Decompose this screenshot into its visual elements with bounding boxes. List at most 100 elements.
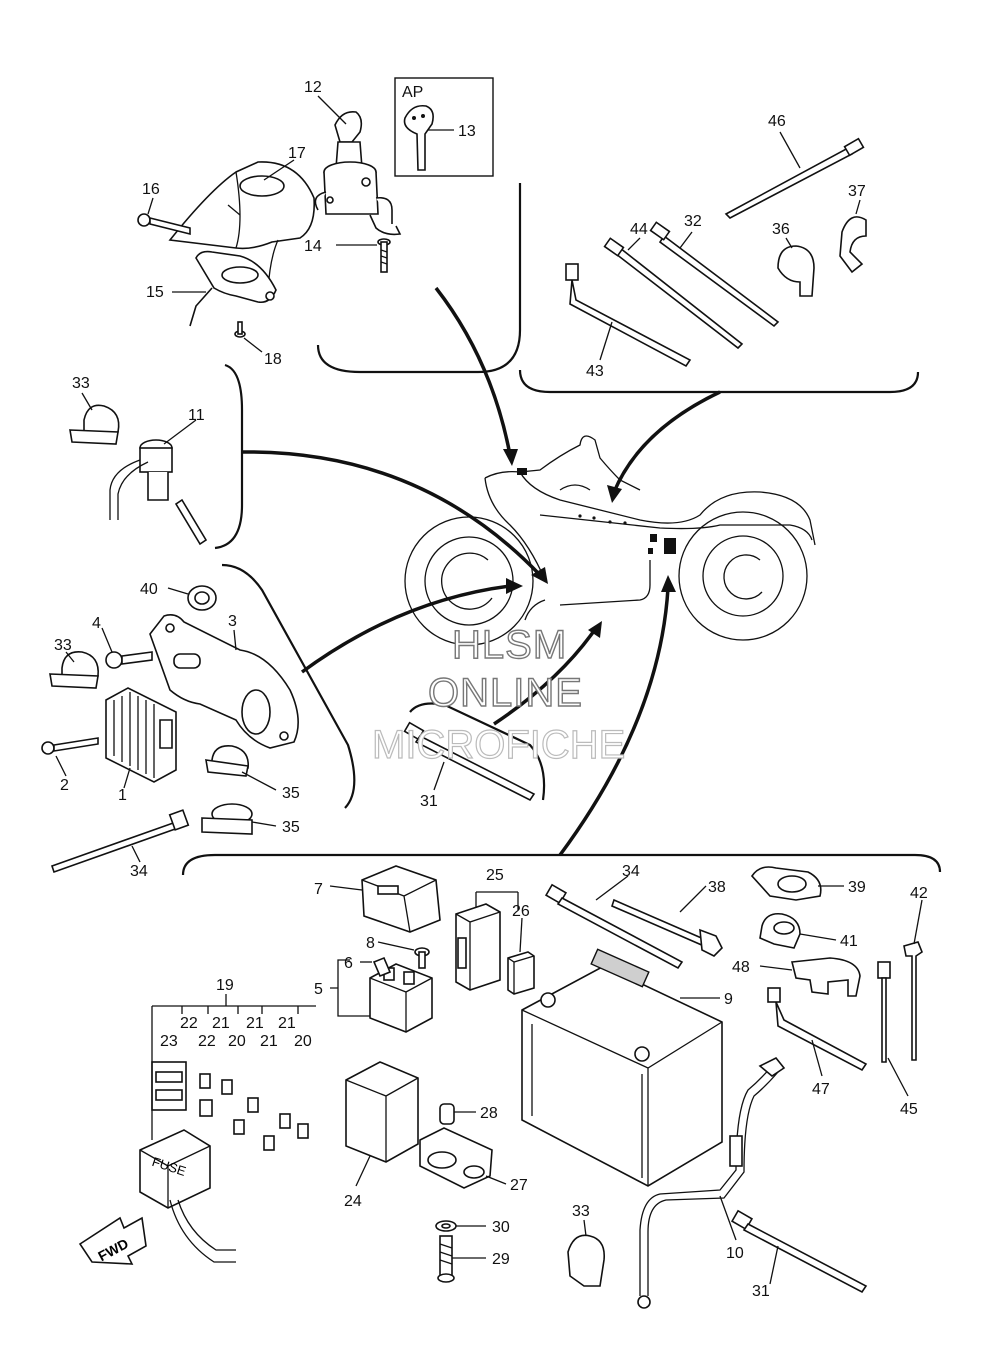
leader-48	[759, 965, 793, 971]
main-switch-12	[314, 110, 402, 236]
screw-18	[234, 321, 246, 338]
label-30: 30	[492, 1219, 510, 1236]
battery-cable-10	[637, 1056, 786, 1309]
group-boundary-ties-top	[518, 369, 920, 394]
label-37: 37	[848, 183, 866, 200]
label-31-center: 31	[420, 793, 438, 810]
label-2: 2	[60, 777, 69, 794]
leader-11	[163, 419, 197, 445]
leader-arrow-tie-31	[493, 627, 598, 726]
label-45: 45	[900, 1101, 918, 1118]
leader-36	[785, 237, 793, 249]
watermark-line-1: HLSM	[452, 623, 567, 667]
leader-arrow-bottom	[558, 587, 670, 857]
clamp-35-lower	[201, 803, 253, 835]
leader-arrow-rectifier	[300, 584, 511, 674]
arrowhead-sensor	[531, 567, 548, 584]
clamp-37	[839, 216, 867, 274]
group-boundary-sensor	[214, 363, 244, 550]
leader-46	[779, 131, 801, 169]
label-10: 10	[726, 1245, 744, 1262]
cover-7	[361, 865, 441, 933]
label-13: 13	[458, 123, 476, 140]
label-48: 48	[732, 959, 750, 976]
leader-arrow-ignition	[434, 286, 512, 456]
watermark: HLSM ONLINE MICROFICHE	[371, 622, 626, 767]
leader-45	[887, 1057, 909, 1097]
label-38: 38	[708, 879, 726, 896]
ecu-24	[345, 1061, 419, 1163]
fuse-6	[372, 956, 392, 978]
leader-3	[233, 629, 237, 651]
clamp-35-upper	[205, 744, 249, 777]
label-21-b: 21	[246, 1015, 264, 1032]
label-32: 32	[684, 213, 702, 230]
label-21-d: 21	[260, 1033, 278, 1050]
label-23: 23	[160, 1033, 178, 1050]
cable-tie-38	[611, 898, 723, 957]
bracket-15	[189, 250, 277, 327]
fuse-box-assembly: FUSE	[139, 1129, 236, 1263]
label-42: 42	[910, 885, 928, 902]
arrowhead-bottom	[661, 575, 676, 592]
cable-tie-46	[724, 137, 865, 219]
label-39: 39	[848, 879, 866, 896]
label-22-a: 22	[180, 1015, 198, 1032]
label-44: 44	[630, 221, 648, 238]
label-18: 18	[264, 351, 282, 368]
label-20-a: 20	[228, 1033, 246, 1050]
fuse-label-bracket	[151, 1005, 316, 1140]
battery-9	[521, 948, 723, 1187]
label-1: 1	[118, 787, 127, 804]
leader-4	[101, 627, 113, 653]
label-26: 26	[512, 903, 530, 920]
clamp-41	[759, 912, 801, 949]
label-34-right: 34	[622, 863, 640, 880]
leader-18	[243, 337, 263, 353]
inset-code-label: AP	[402, 84, 423, 101]
leader-40	[167, 587, 189, 595]
cable-tie-45	[877, 961, 891, 1063]
leader-2	[55, 755, 67, 777]
leader-34-left	[131, 845, 141, 863]
label-27: 27	[510, 1177, 528, 1194]
leader-31-bottom	[769, 1245, 779, 1285]
label-40: 40	[140, 581, 158, 598]
fuse-box-23	[151, 1061, 187, 1111]
bolt-14	[377, 238, 391, 273]
label-3: 3	[228, 613, 237, 630]
label-46: 46	[768, 113, 786, 130]
label-17: 17	[288, 145, 306, 162]
cable-tie-34-right	[544, 883, 684, 970]
label-28: 28	[480, 1105, 498, 1122]
leader-12	[317, 95, 347, 125]
leader-24	[355, 1155, 371, 1187]
leader-43	[599, 321, 613, 361]
label-35-upper: 35	[282, 785, 300, 802]
group-boundary-bottom	[181, 853, 942, 876]
leader-41	[799, 933, 837, 941]
label-4: 4	[92, 615, 101, 632]
cover-17	[168, 161, 316, 291]
arrowhead-ignition	[503, 449, 518, 466]
label-35-lower: 35	[282, 819, 300, 836]
watermark-line-3: MICROFICHE	[372, 723, 625, 767]
leader-7	[329, 885, 363, 891]
label-33-bottom: 33	[572, 1203, 590, 1220]
clamp-33-top	[69, 404, 120, 445]
leader-37	[855, 199, 861, 215]
leader-47	[811, 1039, 823, 1077]
screw-16	[137, 213, 191, 236]
rectifier-1	[105, 687, 177, 783]
label-36: 36	[772, 221, 790, 238]
leader-25	[475, 891, 519, 910]
label-14: 14	[304, 238, 322, 255]
bolt-4	[105, 651, 153, 669]
label-43: 43	[586, 363, 604, 380]
leader-38	[679, 885, 707, 913]
group-boundary-ignition	[316, 183, 522, 374]
sensor-11	[109, 439, 208, 546]
label-25: 25	[486, 867, 504, 884]
cable-tie-42	[903, 941, 923, 1061]
blade-fuses	[199, 1073, 309, 1151]
